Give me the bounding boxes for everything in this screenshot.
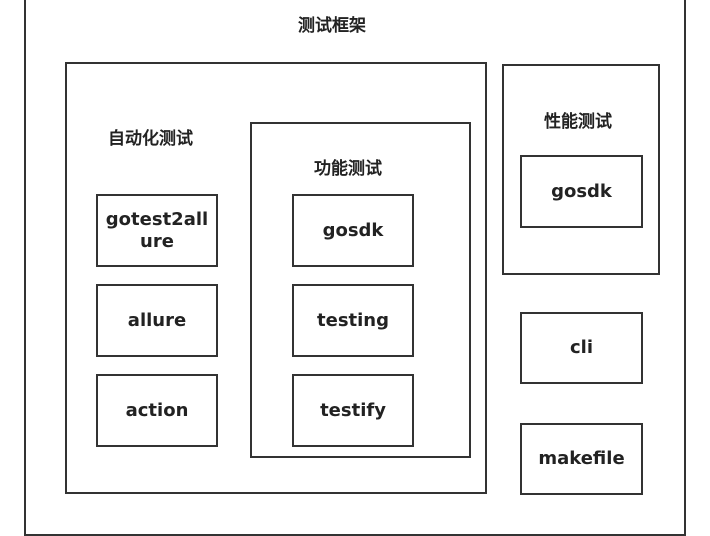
- tool-makefile: makefile: [520, 423, 643, 495]
- tool-gosdk-performance-label: gosdk: [551, 180, 612, 202]
- tool-cli-label: cli: [569, 337, 593, 358]
- tool-gotest2allure-label: gotest2allure: [105, 208, 209, 252]
- tool-testing: testing: [292, 284, 414, 357]
- tool-testify-label: testify: [320, 399, 386, 421]
- functional-testing-title: 功能测试: [314, 159, 382, 179]
- tool-gosdk-functional-label: gosdk: [322, 219, 384, 241]
- tool-gotest2allure: gotest2allure: [96, 194, 218, 267]
- framework-title: 测试框架: [298, 16, 366, 36]
- tool-action: action: [96, 374, 218, 447]
- automation-testing-title: 自动化测试: [108, 129, 193, 149]
- tool-makefile-label: makefile: [538, 448, 625, 469]
- tool-allure: allure: [96, 284, 218, 357]
- tool-action-label: action: [125, 399, 189, 421]
- tool-gosdk-functional: gosdk: [292, 194, 414, 267]
- tool-testing-label: testing: [317, 309, 389, 331]
- tool-cli: cli: [520, 312, 643, 384]
- tool-testify: testify: [292, 374, 414, 447]
- tool-gosdk-performance: gosdk: [520, 155, 643, 228]
- performance-testing-title: 性能测试: [544, 112, 612, 132]
- tool-allure-label: allure: [127, 309, 187, 331]
